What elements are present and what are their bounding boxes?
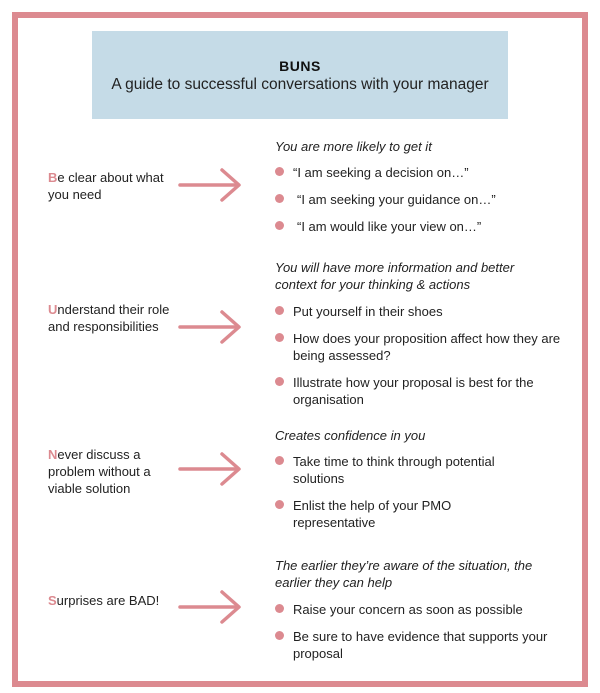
page-title: BUNS	[279, 58, 321, 74]
right-arrow-icon	[178, 168, 241, 202]
right-arrow-icon	[178, 310, 241, 344]
bullet-dot-icon	[275, 456, 284, 465]
section-label-text: urprises are BAD!	[56, 593, 160, 608]
bullet-item: Raise your concern as soon as possible	[275, 601, 575, 618]
right-arrow-icon	[178, 590, 241, 624]
bullet-item: Illustrate how your proposal is best for…	[275, 374, 565, 408]
bullet-text: Be sure to have evidence that supports y…	[293, 629, 548, 661]
bullet-item: “I am seeking a decision on…”	[275, 164, 575, 181]
bullet-dot-icon	[275, 194, 284, 203]
section-n-label: Never discuss a problem without a viable…	[48, 446, 173, 497]
bullet-dot-icon	[275, 333, 284, 342]
bullet-item: Enlist the help of your PMO representati…	[275, 497, 495, 531]
bullet-item: Be sure to have evidence that supports y…	[275, 628, 575, 662]
section-initial: N	[48, 447, 58, 462]
section-n-heading: Creates confidence in you	[275, 428, 426, 443]
bullet-item: How does your proposition affect how the…	[275, 330, 565, 364]
bullet-text: Enlist the help of your PMO representati…	[293, 498, 452, 530]
bullet-text: Take time to think through potential sol…	[293, 454, 495, 486]
section-b-heading: You are more likely to get it	[275, 139, 432, 154]
bullet-text: How does your proposition affect how the…	[293, 331, 561, 363]
bullet-text: Illustrate how your proposal is best for…	[293, 375, 534, 407]
bullet-text: Raise your concern as soon as possible	[293, 602, 523, 617]
section-s-heading: The earlier they’re aware of the situati…	[275, 558, 533, 590]
bullet-dot-icon	[275, 500, 284, 509]
bullet-text: “I am would like your view on…”	[297, 219, 482, 234]
title-banner: BUNS A guide to successful conversations…	[92, 31, 508, 119]
section-u-label: Understand their role and responsibiliti…	[48, 301, 173, 335]
section-u-heading: You will have more information and bette…	[275, 260, 515, 292]
section-b-label: Be clear about what you need	[48, 169, 173, 203]
section-initial: B	[48, 170, 58, 185]
bullet-dot-icon	[275, 631, 284, 640]
bullet-dot-icon	[275, 377, 284, 386]
bullet-dot-icon	[275, 604, 284, 613]
section-initial: U	[48, 302, 58, 317]
section-label-text: e clear about what you need	[48, 170, 164, 202]
bullet-dot-icon	[275, 221, 284, 230]
page-border	[12, 12, 588, 687]
right-arrow-icon	[178, 452, 241, 486]
bullet-dot-icon	[275, 306, 284, 315]
section-label-text: ever discuss a problem without a viable …	[48, 447, 151, 496]
bullet-text: Put yourself in their shoes	[293, 304, 443, 319]
bullet-text: “I am seeking a decision on…”	[293, 165, 469, 180]
section-label-text: nderstand their role and responsibilitie…	[48, 302, 170, 334]
section-s-label: Surprises are BAD!	[48, 592, 173, 609]
page-subtitle: A guide to successful conversations with…	[111, 76, 489, 93]
bullet-text: “I am seeking your guidance on…”	[297, 192, 496, 207]
section-initial: S	[48, 593, 57, 608]
bullet-item: “I am would like your view on…”	[275, 218, 575, 235]
bullet-dot-icon	[275, 167, 284, 176]
bullet-item: Take time to think through potential sol…	[275, 453, 545, 487]
bullet-item: Put yourself in their shoes	[275, 303, 575, 320]
bullet-item: “I am seeking your guidance on…”	[275, 191, 575, 208]
